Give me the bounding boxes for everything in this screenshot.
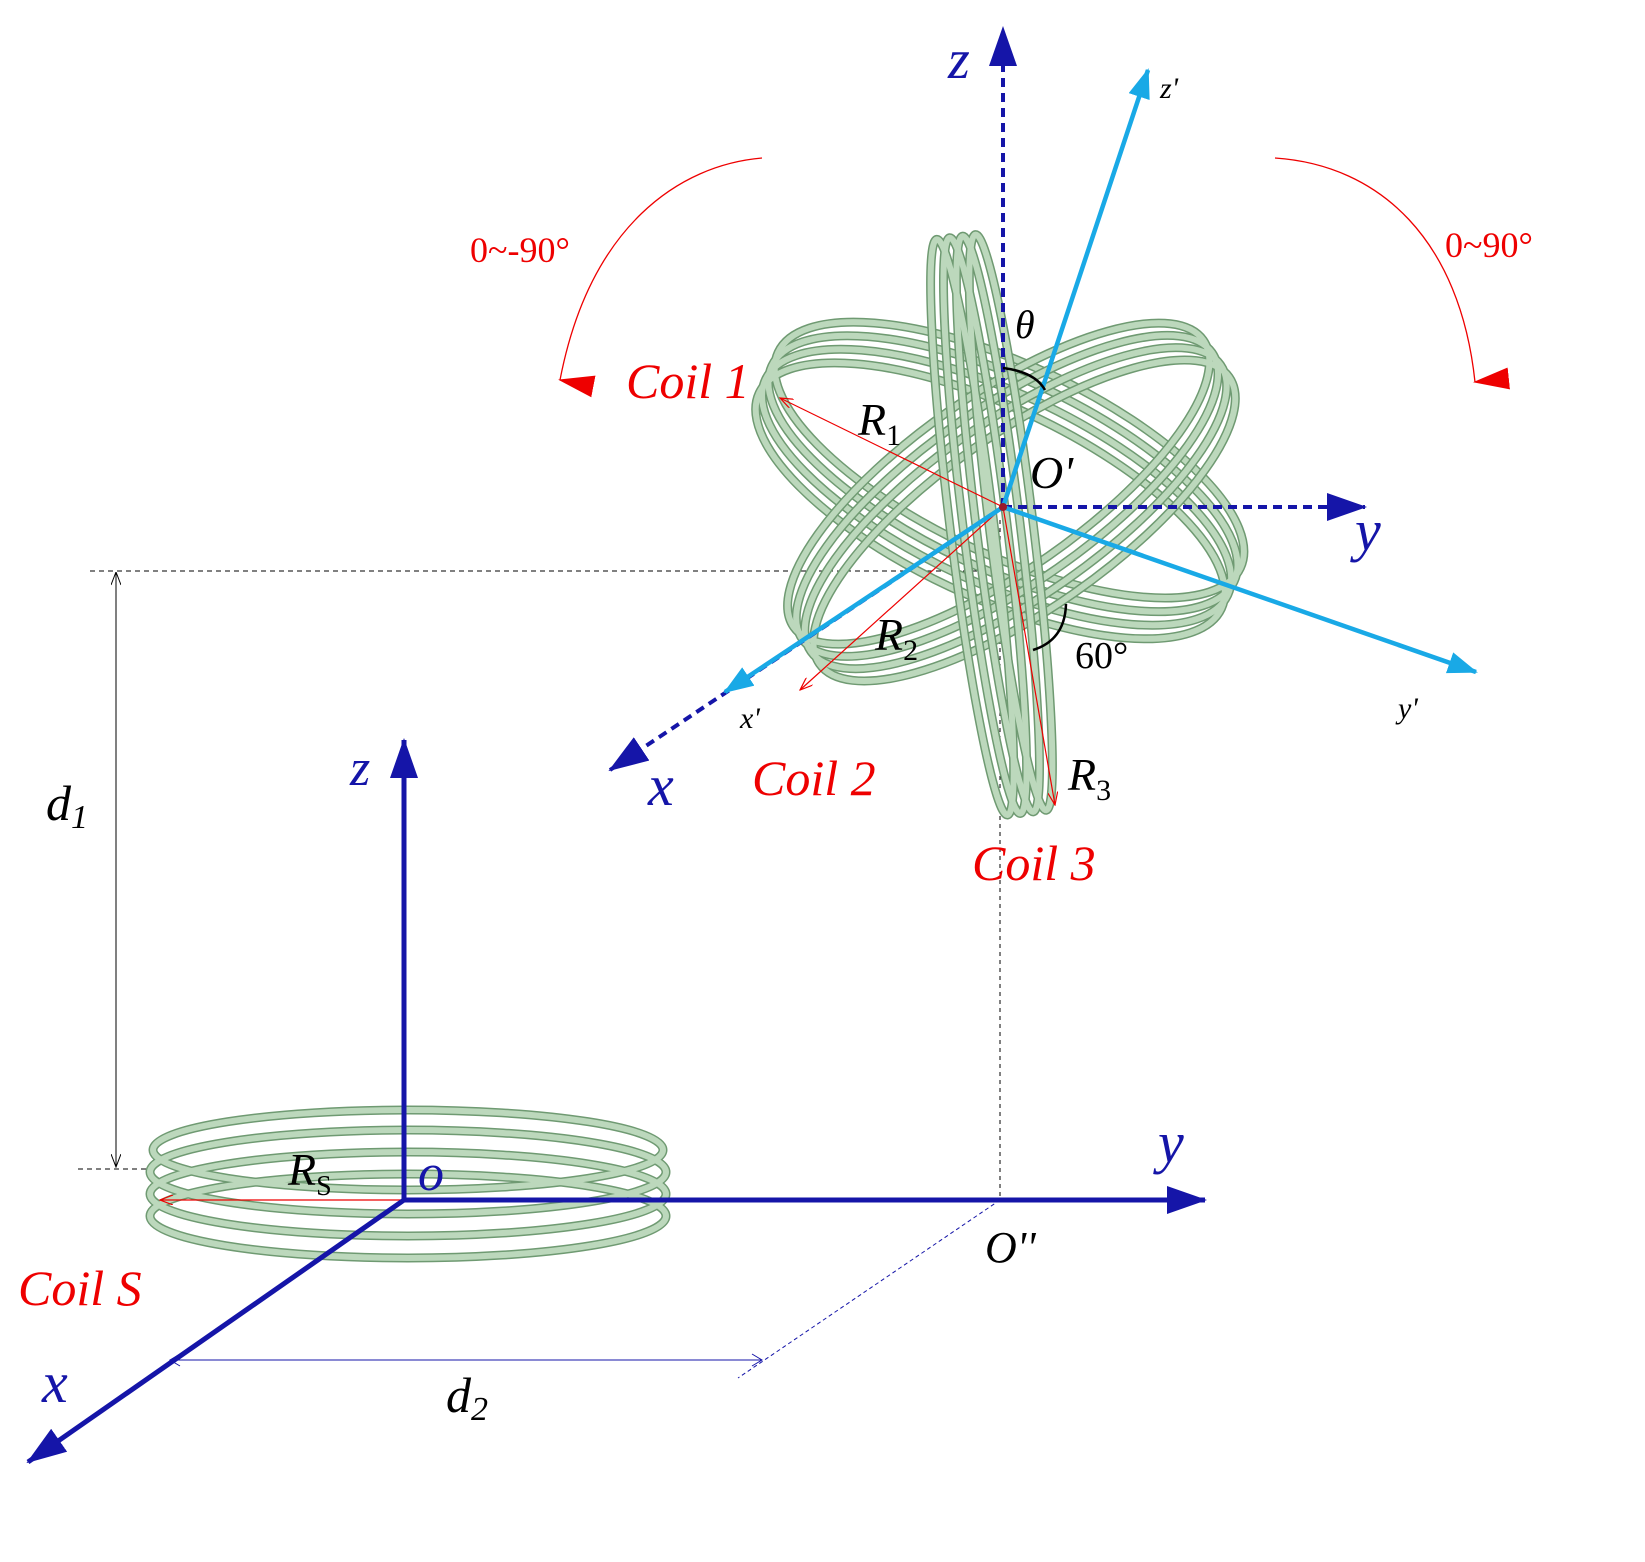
r3-radius-arrow <box>1002 506 1055 805</box>
origin-projection-label: O'' <box>985 1223 1037 1272</box>
rotation-range-left: 0~-90° <box>470 230 570 270</box>
rot-z-label: z' <box>1159 72 1179 105</box>
base-x-axis <box>26 1197 406 1465</box>
base-z-label: z <box>349 740 370 797</box>
top-x-label: x <box>647 753 674 818</box>
rot-x-axis <box>723 505 1005 694</box>
r2-label: R2 <box>874 609 918 667</box>
r1-label: R1 <box>857 394 901 452</box>
sixty-degree-arc <box>1032 603 1068 652</box>
rot-y-axis <box>1002 504 1478 675</box>
coil-s <box>145 1105 671 1263</box>
rotation-range-right: 0~90° <box>1445 225 1533 265</box>
r3-label: R3 <box>1067 749 1111 807</box>
top-z-label: z <box>947 29 970 91</box>
theta-angle-arc <box>1002 366 1047 391</box>
r2-radius-arrow <box>800 506 1004 690</box>
origin-top-point <box>999 503 1007 511</box>
r1-radius-arrow <box>780 398 1004 508</box>
base-x-label: x <box>41 1350 68 1415</box>
d2-label: d2 <box>446 1367 488 1428</box>
base-y-label: y <box>1153 1110 1184 1175</box>
d1-label: d1 <box>46 775 88 836</box>
d2-diagonal-helper <box>737 1199 1001 1379</box>
coil-s-label: Coil S <box>18 1260 142 1316</box>
top-y-label: y <box>1350 498 1381 563</box>
sixty-degree-label: 60° <box>1075 635 1128 677</box>
rot-x-label: x' <box>739 702 760 735</box>
rotation-arrow-right <box>1274 157 1510 390</box>
base-origin-label: o <box>418 1145 444 1202</box>
theta-label: θ <box>1015 302 1035 347</box>
rot-y-label: y' <box>1395 692 1418 725</box>
rot-z-axis <box>1000 68 1151 508</box>
coil-2-label: Coil 2 <box>752 750 876 806</box>
base-axes <box>26 738 1207 1465</box>
origin-top-label: O' <box>1030 447 1074 498</box>
coil-3 <box>926 230 1057 820</box>
coil-3-label: Coil 3 <box>972 835 1096 891</box>
radius-arrows <box>160 398 1055 1200</box>
rs-label: RS <box>287 1144 332 1202</box>
coil-1-label: Coil 1 <box>626 353 750 409</box>
rotated-axes <box>723 68 1478 694</box>
rotation-arrow-left <box>558 157 763 398</box>
